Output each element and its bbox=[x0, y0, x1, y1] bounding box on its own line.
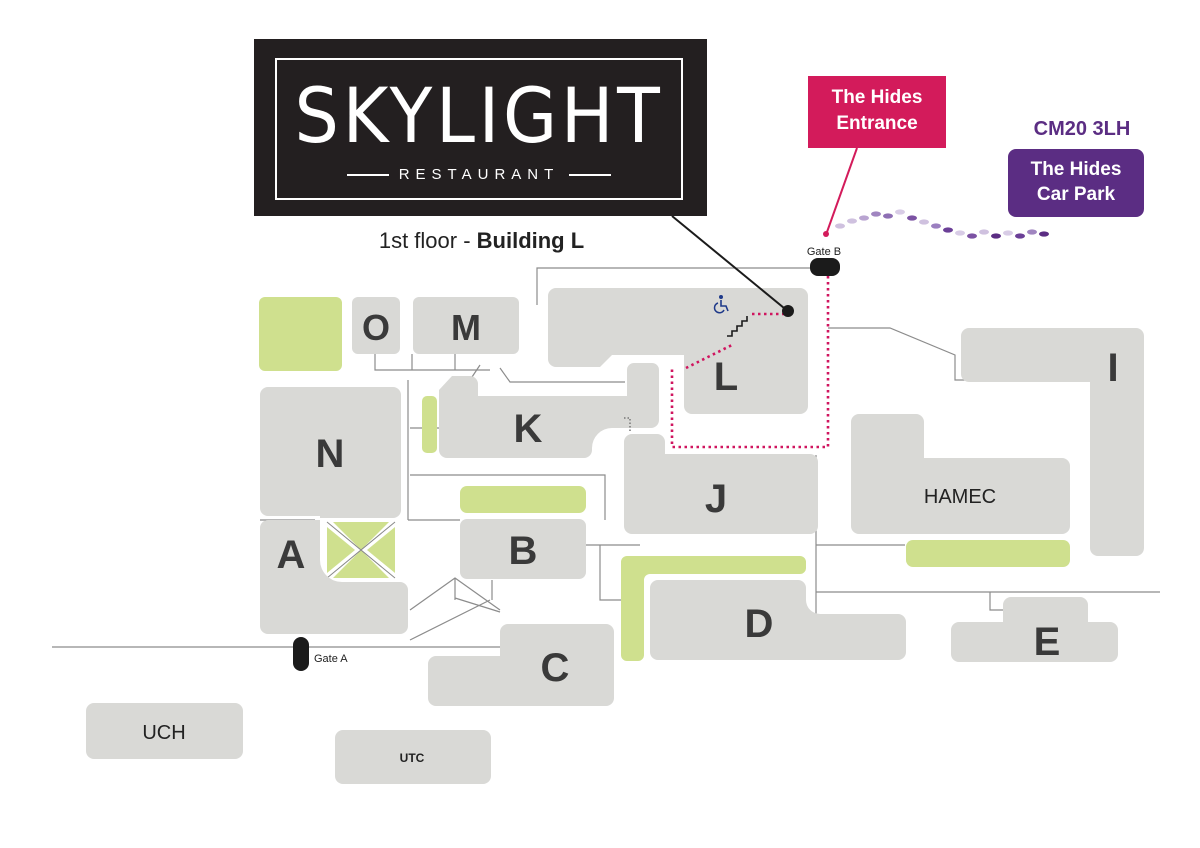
building-labels: O M L K N I J HAMEC A B D C E UCH UTC bbox=[142, 307, 1118, 765]
building-uch bbox=[86, 703, 243, 759]
green-spaces bbox=[259, 297, 1070, 661]
floor-text: 1st floor - bbox=[378, 228, 477, 253]
label-k: K bbox=[514, 407, 543, 451]
wheelchair-icon bbox=[713, 295, 729, 314]
logo-title: SKYLIGHT bbox=[294, 71, 664, 160]
building-utc bbox=[335, 730, 491, 784]
label-j: J bbox=[705, 477, 727, 521]
label-d: D bbox=[745, 602, 774, 646]
label-c: C bbox=[541, 646, 570, 690]
building-e bbox=[951, 597, 1118, 662]
label-hamec: HAMEC bbox=[924, 486, 996, 508]
label-utc: UTC bbox=[400, 751, 425, 765]
car-park-label: The Hides Car Park bbox=[1008, 149, 1144, 217]
label-i: I bbox=[1107, 346, 1118, 390]
gate-a-label: Gate A bbox=[314, 653, 348, 665]
building-m bbox=[413, 297, 519, 354]
gate-b-label: Gate B bbox=[807, 246, 841, 258]
car-park-line1: The Hides bbox=[1030, 159, 1122, 180]
logo-frame: SKYLIGHT RESTAURANT bbox=[275, 58, 683, 200]
label-n: N bbox=[316, 432, 345, 476]
label-l: L bbox=[714, 355, 738, 399]
building-n bbox=[260, 387, 401, 518]
courtyard-a bbox=[326, 521, 396, 579]
building-c bbox=[428, 624, 614, 706]
building-i bbox=[961, 328, 1144, 556]
building-a bbox=[260, 520, 408, 634]
floor-info: 1st floor - Building L bbox=[253, 228, 710, 254]
entrance-line2: Entrance bbox=[836, 113, 918, 134]
label-a: A bbox=[277, 533, 306, 577]
label-e: E bbox=[1034, 620, 1061, 664]
gate-b: Gate B bbox=[807, 246, 841, 276]
postcode: CM20 3LH bbox=[1033, 118, 1131, 140]
buildings bbox=[86, 288, 1144, 784]
logo-subtitle-text: RESTAURANT bbox=[398, 166, 560, 183]
building-o bbox=[352, 297, 400, 354]
stairs-icon bbox=[727, 316, 748, 337]
building-l bbox=[548, 288, 808, 414]
gate-a: Gate A bbox=[293, 637, 348, 671]
building-hamec bbox=[851, 414, 1070, 534]
building-d bbox=[650, 580, 906, 660]
label-b: B bbox=[509, 529, 538, 573]
footprints-icon bbox=[835, 209, 1049, 239]
hides-entrance-label: The Hides Entrance bbox=[808, 76, 946, 148]
label-m: M bbox=[451, 307, 481, 348]
logo-subtitle: RESTAURANT bbox=[277, 166, 681, 184]
label-uch: UCH bbox=[142, 722, 185, 744]
building-j bbox=[624, 434, 818, 534]
skylight-logo: SKYLIGHT RESTAURANT bbox=[254, 39, 707, 216]
route-to-restaurant bbox=[670, 276, 830, 449]
building-k bbox=[439, 363, 659, 458]
car-park-line2: Car Park bbox=[1036, 184, 1116, 205]
building-text: Building L bbox=[476, 228, 585, 253]
entrance-line1: The Hides bbox=[831, 87, 923, 108]
label-o: O bbox=[362, 307, 390, 348]
building-b bbox=[460, 519, 586, 579]
